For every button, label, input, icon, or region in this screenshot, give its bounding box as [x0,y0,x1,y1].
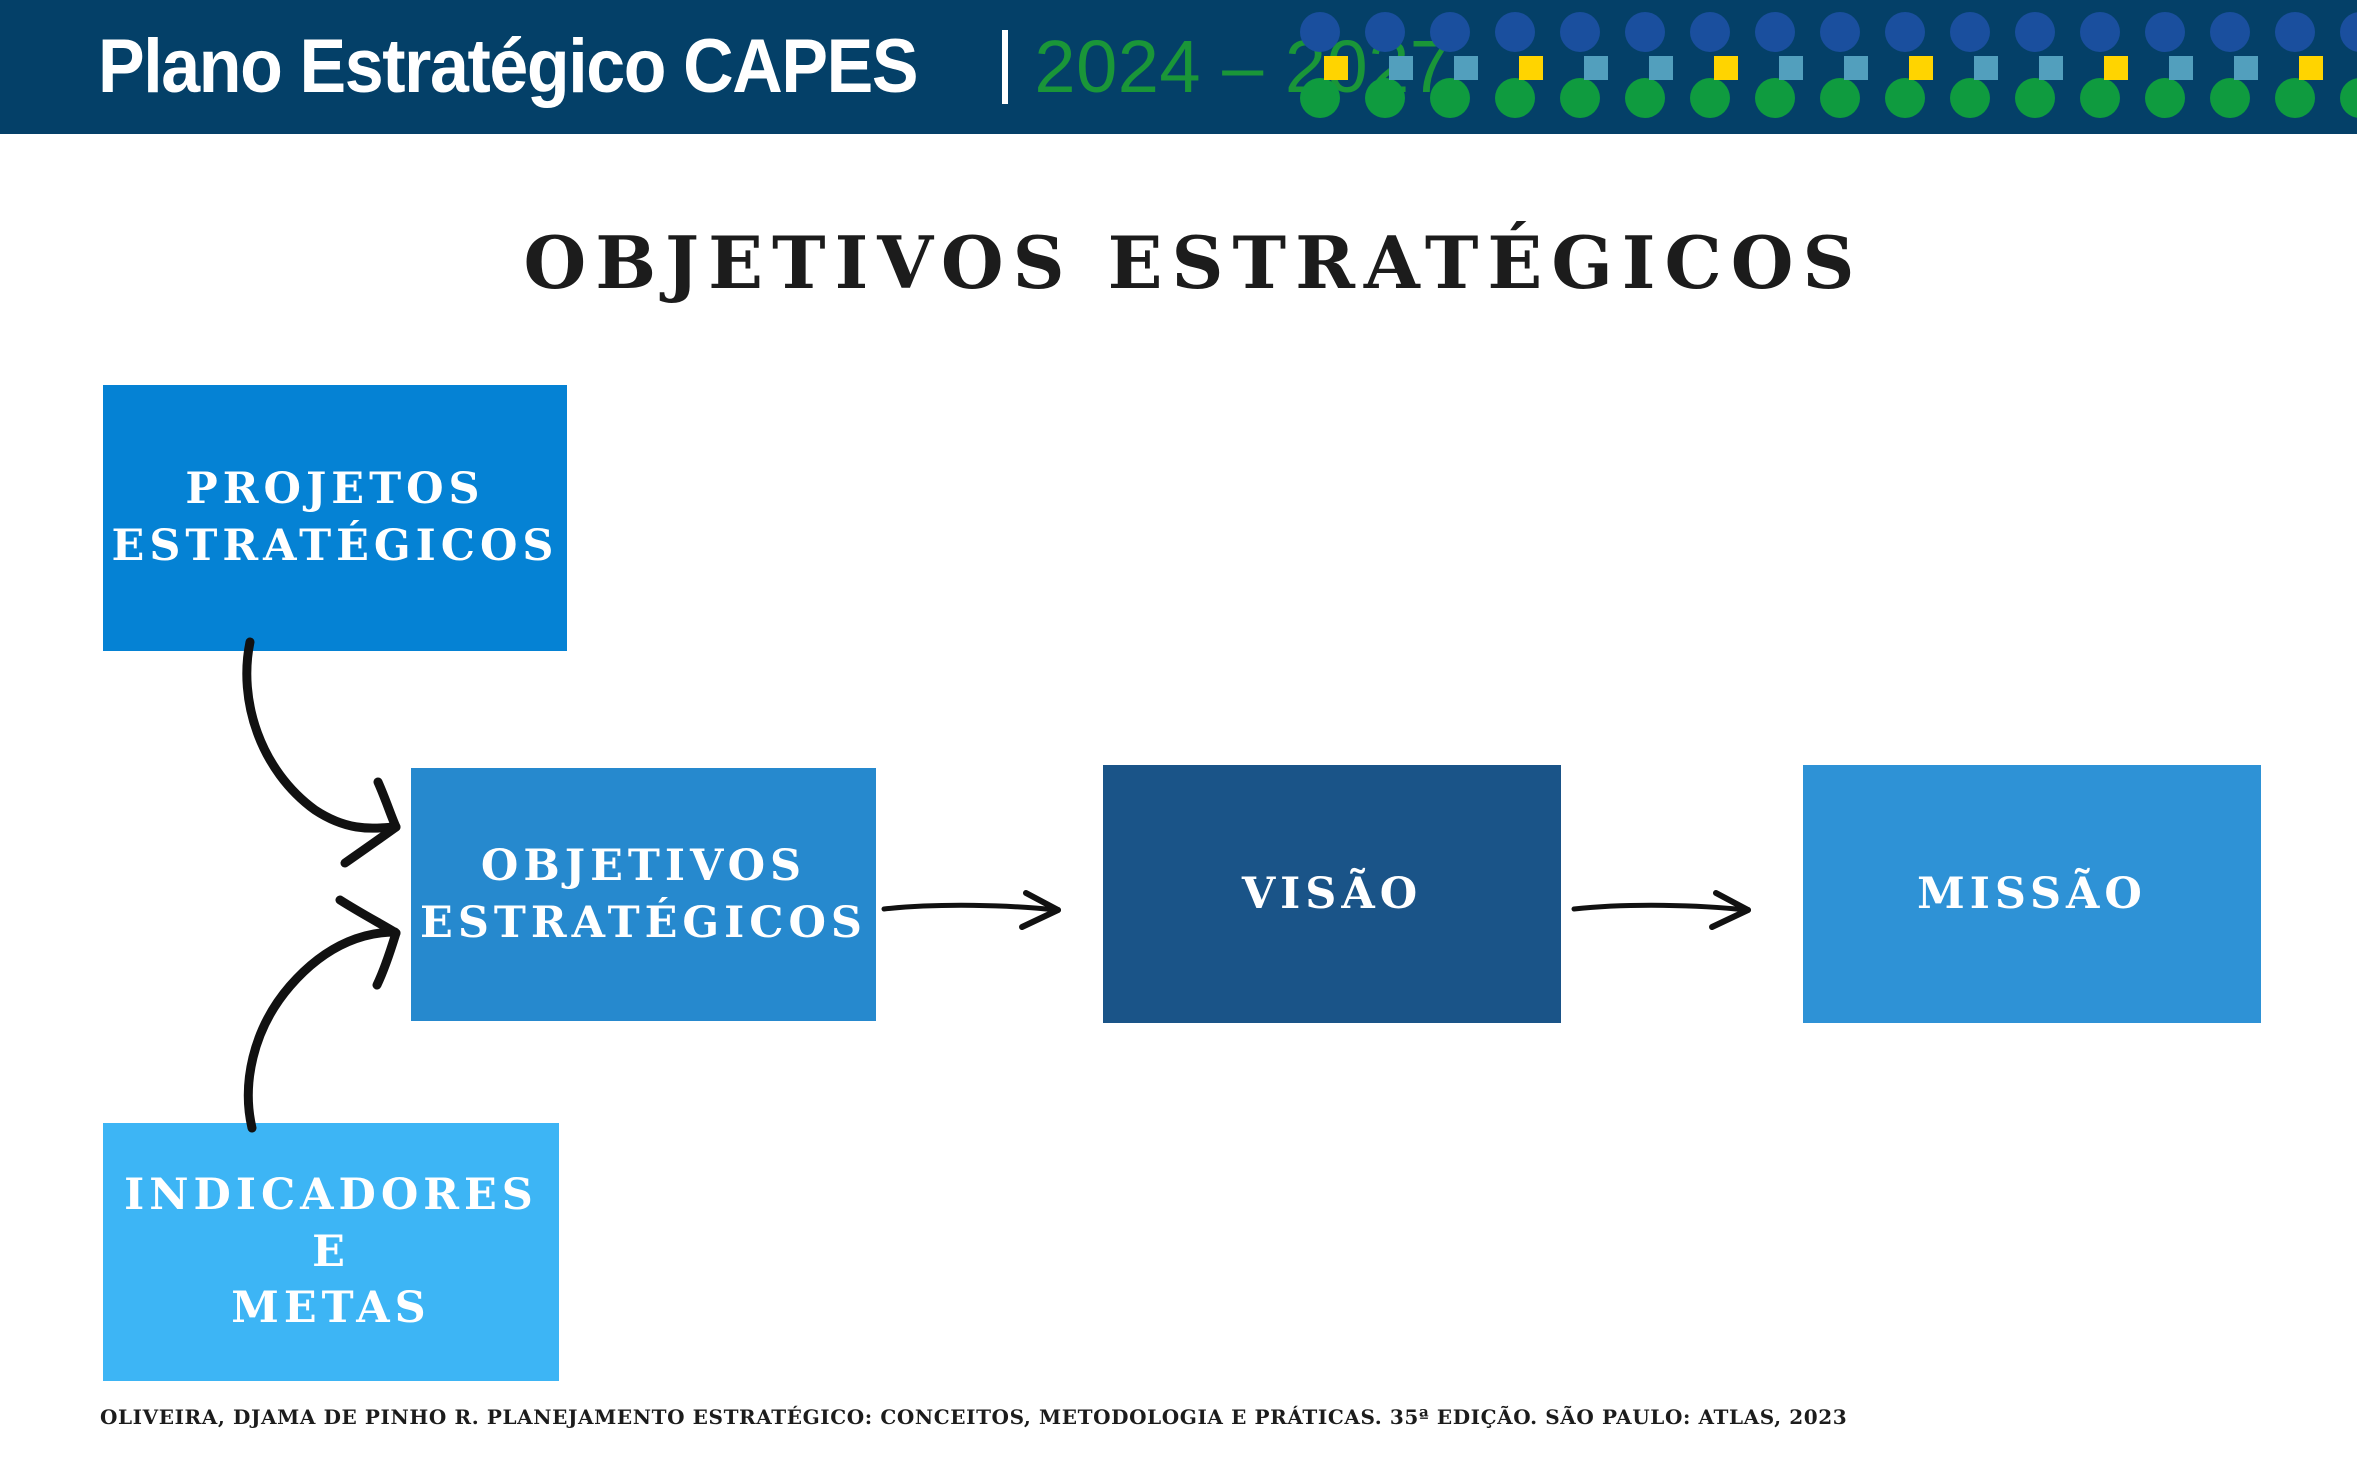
pattern-circle-top [1885,12,1925,52]
pattern-square-lblue [2039,56,2063,80]
arrow-indicadores-to-objetivos-icon [243,895,401,1133]
pattern-square-lblue [1779,56,1803,80]
pattern-square-yellow [2299,56,2323,80]
pattern-circle-bottom [1430,78,1470,118]
arrow-visao-to-missao-icon [1571,890,1751,930]
box-indicadores-label: INDICADORES E METAS [124,1167,538,1337]
header-brand: Plano Estratégico CAPES 2024 – 2027 [98,0,1451,134]
box-indicadores-line1: INDICADORES [124,1169,538,1220]
pattern-circle-top [1430,12,1470,52]
arrow-objetivos-to-visao-icon [881,890,1061,930]
pattern-circle-bottom [1495,78,1535,118]
header-separator-bar [1002,30,1009,104]
box-missao-label: MISSÃO [1917,868,2147,919]
box-indicadores-line3: METAS [231,1283,431,1334]
pattern-circle-top [2210,12,2250,52]
arrow-projetos-to-objetivos-icon [242,637,401,868]
pattern-square-lblue [1584,56,1608,80]
box-objetivos-line2: ESTRATÉGICOS [420,897,867,948]
pattern-square-lblue [1844,56,1868,80]
pattern-circle-top [2080,12,2120,52]
box-objetivos-line1: OBJETIVOS [480,840,807,891]
pattern-circle-bottom [1755,78,1795,118]
pattern-square-yellow [1324,56,1348,80]
pattern-circle-bottom [1300,78,1340,118]
pattern-square-lblue [1974,56,1998,80]
pattern-square-yellow [2104,56,2128,80]
pattern-circle-top [1560,12,1600,52]
pattern-circle-bottom [2015,78,2055,118]
pattern-circle-bottom [2145,78,2185,118]
box-projetos-estrategicos: PROJETOS ESTRATÉGICOS [103,385,567,651]
pattern-circle-top [1690,12,1730,52]
pattern-circle-top [1495,12,1535,52]
header-decorative-pattern [1284,0,2357,134]
pattern-circle-bottom [1885,78,1925,118]
pattern-square-lblue [2234,56,2258,80]
pattern-square-lblue [2169,56,2193,80]
pattern-square-lblue [1389,56,1413,80]
pattern-circle-top [1365,12,1405,52]
box-missao: MISSÃO [1803,765,2261,1023]
pattern-circle-bottom [2340,78,2357,118]
header-title: Plano Estratégico CAPES [98,24,919,109]
pattern-circle-top [1950,12,1990,52]
box-projetos-label: PROJETOS ESTRATÉGICOS [112,461,559,575]
box-projetos-line2: ESTRATÉGICOS [111,521,559,571]
pattern-circle-bottom [2210,78,2250,118]
pattern-circle-top [2145,12,2185,52]
pattern-circle-top [2340,12,2357,52]
pattern-circle-bottom [2080,78,2120,118]
pattern-circle-bottom [1625,78,1665,118]
pattern-square-lblue [1454,56,1478,80]
box-projetos-line1: PROJETOS [185,464,485,515]
box-objetivos-estrategicos: OBJETIVOS ESTRATÉGICOS [411,768,876,1021]
pattern-square-yellow [1714,56,1738,80]
pattern-circle-top [1625,12,1665,52]
pattern-square-lblue [1649,56,1673,80]
pattern-circle-bottom [2275,78,2315,118]
pattern-circle-top [1820,12,1860,52]
pattern-circle-bottom [1690,78,1730,118]
pattern-circle-top [2275,12,2315,52]
box-objetivos-label: OBJETIVOS ESTRATÉGICOS [420,838,867,952]
pattern-circle-bottom [1560,78,1600,118]
pattern-circle-bottom [1820,78,1860,118]
header-bar: Plano Estratégico CAPES 2024 – 2027 [0,0,2357,134]
pattern-square-yellow [1909,56,1933,80]
pattern-circle-bottom [1950,78,1990,118]
footer-citation: OLIVEIRA, DJAMA DE PINHO R. PLANEJAMENTO… [100,1405,1848,1429]
pattern-circle-top [1300,12,1340,52]
page-title: OBJETIVOS ESTRATÉGICOS [523,220,1864,305]
box-indicadores-e-metas: INDICADORES E METAS [103,1123,559,1381]
pattern-square-yellow [1519,56,1543,80]
pattern-circle-bottom [1365,78,1405,118]
box-visao-label: VISÃO [1241,868,1423,919]
box-indicadores-line2: E [312,1226,350,1277]
pattern-circle-top [1755,12,1795,52]
pattern-circle-top [2015,12,2055,52]
box-visao: VISÃO [1103,765,1561,1023]
